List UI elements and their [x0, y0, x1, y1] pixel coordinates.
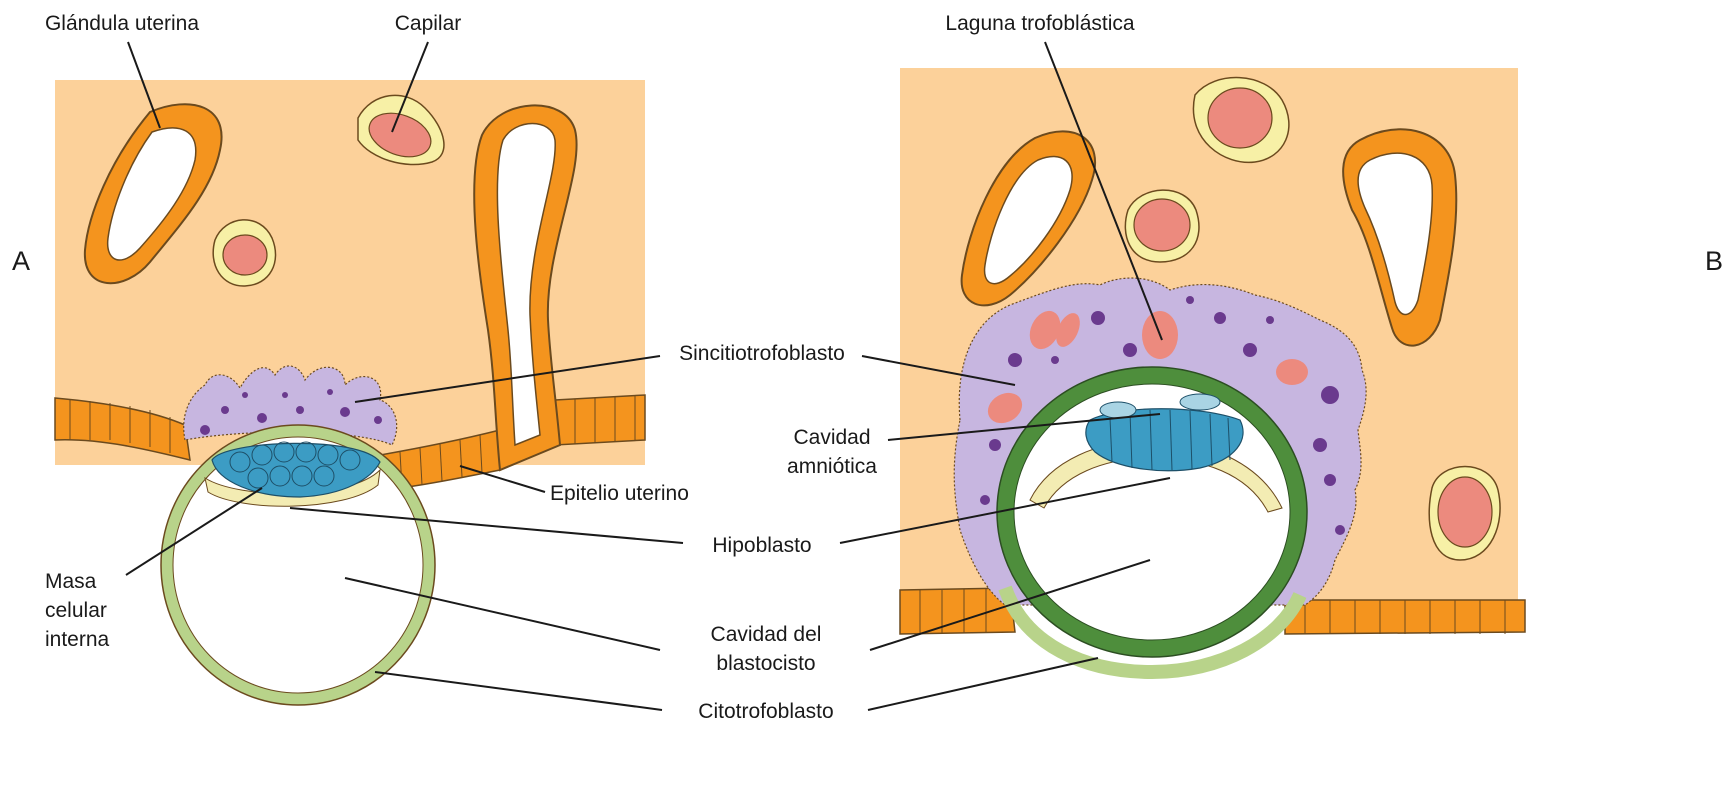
label-uterine-gland: Glándula uterina	[45, 12, 199, 35]
label-hypoblast: Hipoblasto	[712, 534, 811, 557]
label-amniotic-cavity-2: amniótica	[787, 455, 877, 478]
label-cytotrophoblast: Citotrofoblasto	[698, 700, 833, 723]
capillary-b2	[1125, 190, 1199, 262]
leader-cytotrophoblast-b	[868, 658, 1098, 710]
label-panel-b: B	[1705, 246, 1723, 276]
label-panel-a: A	[12, 246, 30, 276]
label-amniotic-cavity-1: Cavidad	[793, 426, 870, 449]
label-blastocyst-cavity-2: blastocisto	[716, 652, 815, 675]
leader-cytotrophoblast-a	[375, 672, 662, 710]
label-trophoblastic-lacuna: Laguna trofoblástica	[945, 12, 1134, 35]
label-uterine-epithelium: Epitelio uterino	[550, 482, 689, 505]
label-inner-cell-mass-1: Masa	[45, 570, 97, 593]
panel-b	[900, 68, 1525, 672]
label-syncytiotrophoblast: Sincitiotrofoblasto	[679, 342, 845, 365]
label-blastocyst-cavity-1: Cavidad del	[711, 623, 822, 646]
label-inner-cell-mass-2: celular	[45, 599, 107, 622]
label-inner-cell-mass-3: interna	[45, 628, 110, 651]
panel-a	[55, 80, 645, 705]
label-capillary: Capilar	[395, 12, 462, 35]
capillary-a2	[213, 220, 275, 286]
